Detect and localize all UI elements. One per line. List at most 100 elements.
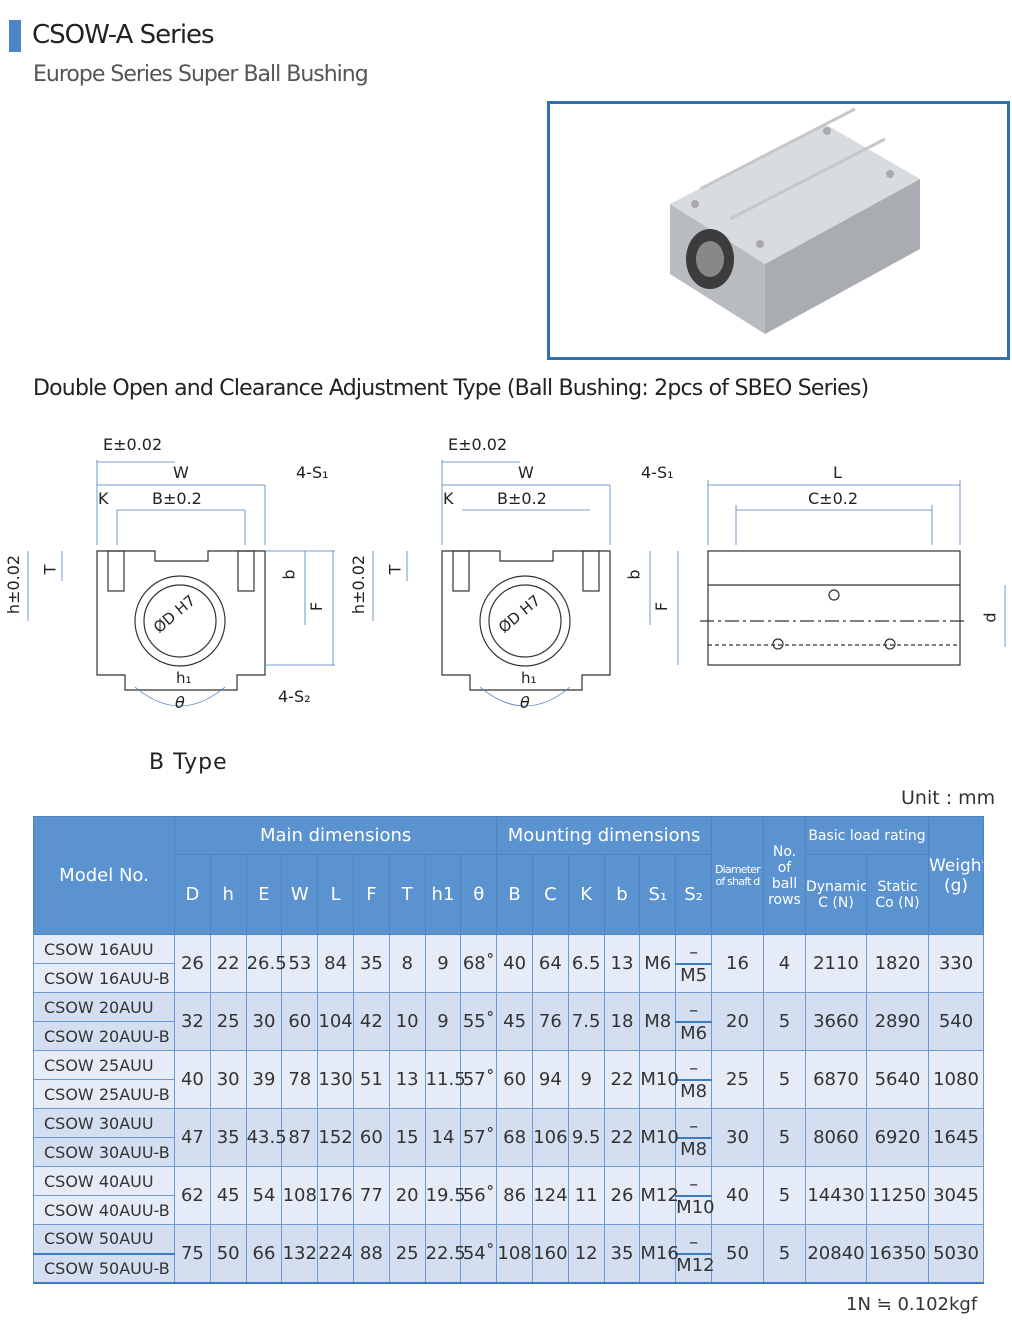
- dim-cell-b: 22: [603, 1050, 641, 1109]
- front-view-drawing-1: [27, 460, 335, 707]
- static-cell: 6920: [865, 1108, 930, 1167]
- model-cell: CSOW 16AUU-B: [33, 963, 175, 993]
- header-col-10: C: [531, 854, 569, 935]
- dim-cell-W: 132: [281, 1224, 319, 1284]
- dim-cell-T: 20: [388, 1166, 426, 1225]
- dynamic-cell: 2110: [804, 934, 867, 993]
- model-cell: CSOW 30AUU-B: [33, 1137, 175, 1167]
- shaft-cell: 50: [710, 1224, 764, 1284]
- label-h1: h₁: [176, 669, 192, 687]
- ball-rows-cell: 5: [762, 1166, 806, 1225]
- dim-cell-b: 26: [603, 1166, 641, 1225]
- header-mounting-dimensions: Mounting dimensions: [496, 816, 712, 855]
- label-b-tol: B±0.2: [152, 489, 202, 508]
- product-photo: [547, 101, 1010, 360]
- static-cell: 11250: [865, 1166, 930, 1225]
- dim-cell-b: 35: [603, 1224, 641, 1284]
- dim-cell-h: 22: [209, 934, 247, 993]
- dim-cell-h: 35: [209, 1108, 247, 1167]
- dim-cell-D: 75: [174, 1224, 211, 1284]
- model-cell: CSOW 20AUU-B: [33, 1021, 175, 1051]
- dynamic-cell: 6870: [804, 1050, 867, 1109]
- dim-cell-h1: 11.5: [424, 1050, 466, 1109]
- s2-cell: M10: [675, 1194, 715, 1225]
- header-col-4: L: [317, 854, 354, 935]
- model-cell: CSOW 30AUU: [33, 1108, 175, 1138]
- dim-cell-K: 9: [567, 1050, 605, 1109]
- dim-cell-W: 60: [281, 992, 319, 1051]
- model-cell: CSOW 40AUU: [33, 1166, 175, 1196]
- dim-cell-F: 60: [352, 1108, 390, 1167]
- weight-cell: 330: [928, 934, 984, 993]
- header-col-5: F: [352, 854, 390, 935]
- label-d: d: [980, 612, 1000, 623]
- weight-cell: 540: [928, 992, 984, 1051]
- s2-cell: M6: [675, 1020, 712, 1051]
- label-e-2: E±0.02: [448, 435, 508, 454]
- dim-cell-h1: 9: [424, 992, 462, 1051]
- header-col-7: h1: [424, 854, 462, 935]
- static-cell: 1820: [865, 934, 930, 993]
- header-basic-load-rating: Basic load rating: [804, 816, 930, 855]
- dim-cell-W: 87: [281, 1108, 319, 1167]
- dim-cell-B: 45: [496, 992, 533, 1051]
- dim-cell-S₁: M10: [639, 1108, 679, 1167]
- ball-rows-cell: 5: [762, 992, 806, 1051]
- s2-cell: M8: [675, 1078, 712, 1109]
- label-b-2: b: [624, 569, 644, 580]
- s2-cell: M12: [675, 1252, 715, 1284]
- dynamic-cell: 20840: [804, 1224, 867, 1284]
- dim-cell-θ: 55˚: [460, 992, 498, 1051]
- dim-cell-K: 6.5: [567, 934, 605, 993]
- dim-cell-L: 104: [317, 992, 354, 1051]
- dim-cell-F: 35: [352, 934, 390, 993]
- spec-table: Model No. Main dimensions Mounting dimen…: [33, 816, 984, 1284]
- s2-cell: –: [675, 1050, 712, 1081]
- dim-cell-K: 9.5: [567, 1108, 605, 1167]
- dim-cell-F: 77: [352, 1166, 390, 1225]
- weight-cell: 5030: [928, 1224, 984, 1284]
- dim-cell-h: 50: [209, 1224, 247, 1284]
- label-f: F: [307, 601, 327, 612]
- dim-cell-S₁: M12: [639, 1166, 679, 1225]
- shaft-cell: 30: [710, 1108, 764, 1167]
- label-l: L: [833, 463, 842, 482]
- dim-cell-C: 106: [531, 1108, 569, 1167]
- dim-cell-C: 94: [531, 1050, 569, 1109]
- title-accent-bar: [9, 20, 21, 52]
- unit-conversion-note: 1N ≒ 0.102kgf: [846, 1294, 978, 1315]
- dim-cell-C: 76: [531, 992, 569, 1051]
- dim-cell-T: 8: [388, 934, 426, 993]
- model-cell: CSOW 50AUU: [33, 1224, 175, 1255]
- dim-cell-b: 22: [603, 1108, 641, 1167]
- page-title: CSOW-A Series: [32, 20, 215, 50]
- dim-cell-h: 25: [209, 992, 247, 1051]
- dim-cell-θ: 57˚: [460, 1050, 498, 1109]
- header-col-6: T: [388, 854, 426, 935]
- label-h: h±0.02: [4, 554, 24, 615]
- header-col-11: K: [567, 854, 605, 935]
- dim-cell-L: 84: [317, 934, 354, 993]
- label-h1-2: h₁: [521, 669, 537, 687]
- s2-cell: –: [675, 1224, 712, 1255]
- dim-cell-E: 26.5: [245, 934, 287, 993]
- header-col-8: θ: [460, 854, 498, 935]
- dim-cell-T: 15: [388, 1108, 426, 1167]
- dim-cell-K: 12: [567, 1224, 605, 1284]
- s2-cell: –: [675, 992, 712, 1023]
- dim-cell-K: 11: [567, 1166, 605, 1225]
- dim-cell-W: 108: [281, 1166, 319, 1225]
- dim-cell-D: 32: [174, 992, 211, 1051]
- dim-cell-h: 45: [209, 1166, 247, 1225]
- dim-cell-S₁: M10: [639, 1050, 679, 1109]
- dim-cell-θ: 68˚: [460, 934, 498, 993]
- dim-cell-E: 54: [245, 1166, 283, 1225]
- dim-cell-h1: 14: [424, 1108, 462, 1167]
- dim-cell-B: 60: [496, 1050, 533, 1109]
